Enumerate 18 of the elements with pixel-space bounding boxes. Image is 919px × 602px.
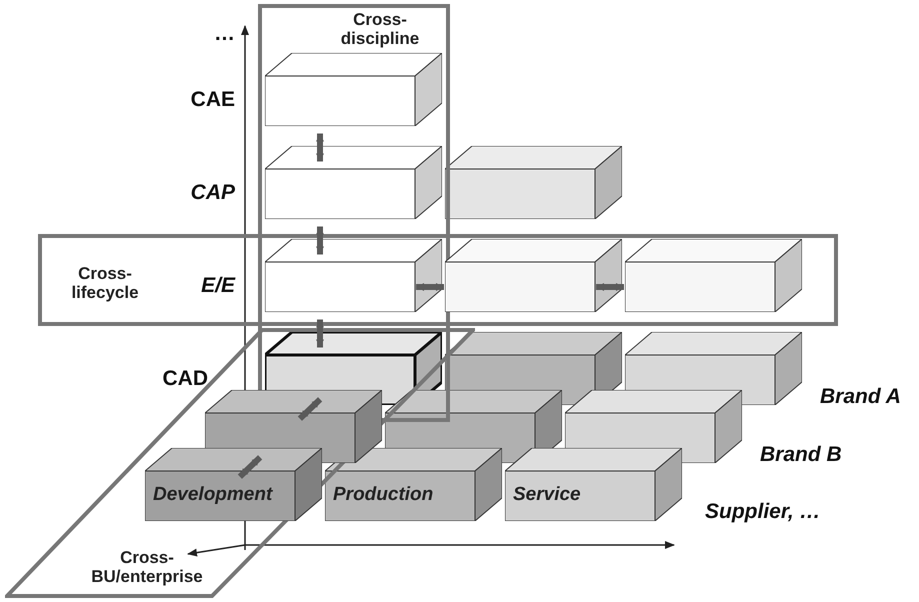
axis-label: E/E — [200, 274, 235, 298]
double-arrow — [238, 455, 262, 479]
row-label: Brand B — [760, 443, 843, 467]
row-label: Brand A — [820, 385, 902, 409]
axis-label: CAE — [190, 88, 235, 112]
row-label: Supplier, … — [705, 500, 822, 524]
column-label: Production — [333, 484, 434, 506]
column-label: Development — [153, 484, 272, 506]
scope-frame — [38, 234, 838, 326]
scope-label: Cross-discipline — [340, 10, 420, 48]
axis-label: CAD — [162, 367, 208, 391]
axis-label: … — [213, 22, 235, 46]
scope-frame — [258, 4, 450, 422]
axis-label: CAP — [190, 181, 235, 205]
scope-label: Cross-BU/enterprise — [90, 548, 204, 586]
double-arrow — [298, 397, 322, 421]
column-label: Service — [513, 484, 581, 506]
scope-label: Cross-lifecycle — [70, 264, 140, 302]
